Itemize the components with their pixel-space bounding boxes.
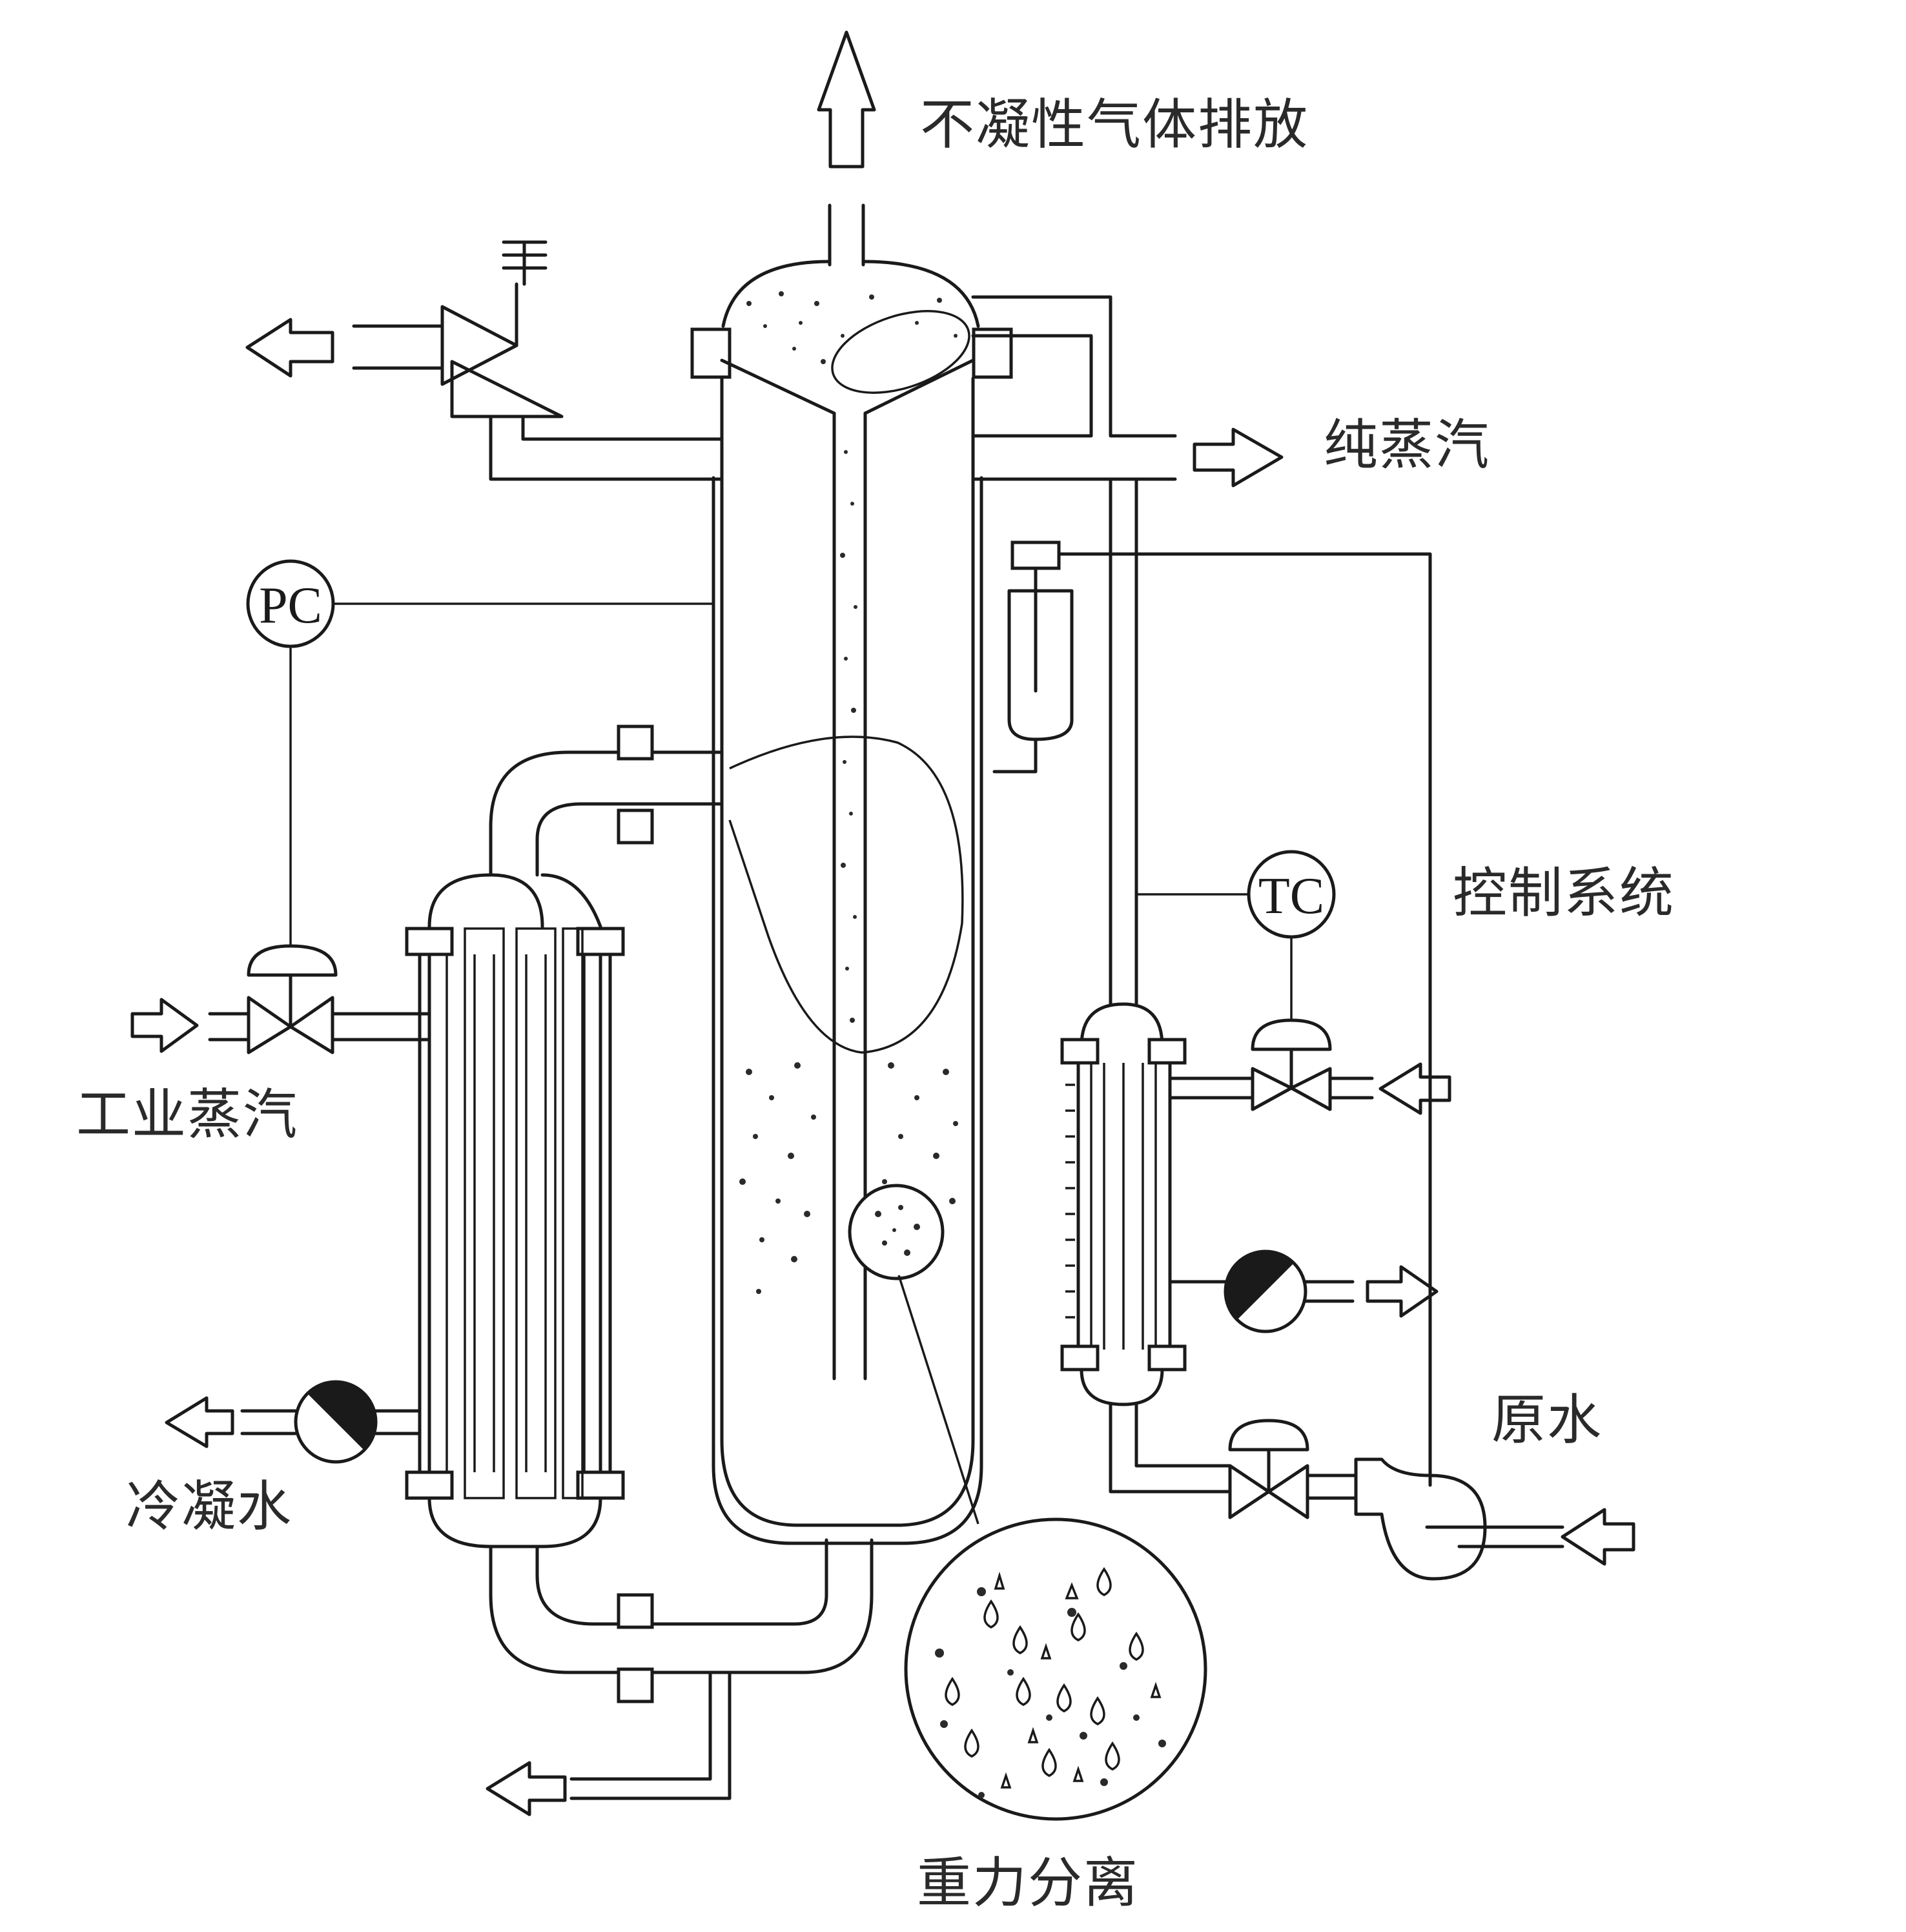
vent-outlet [817,30,876,267]
drain-arrow-icon [486,1761,567,1816]
column-bottom [712,1464,983,1545]
cyclone-ellipse [831,310,970,394]
feed-arrow-icon [1378,1062,1451,1115]
pc-label: PC [259,577,322,634]
release-arrow-icon [245,318,334,378]
vent-arrow-icon [817,30,876,169]
left-flange [690,327,732,379]
magnifier-focus [848,1184,945,1280]
raw-water-label: 原水 [1491,1390,1603,1450]
column-dome [721,260,980,328]
pure-steam-arrow-icon [1193,427,1284,488]
pure-steam-label: 纯蒸汽 [1324,415,1490,475]
upper-nozzle-2 [617,808,654,845]
vent-label: 不凝性气体排放 [920,94,1309,155]
industrial-steam-valve [130,944,431,1054]
upper-nozzle-1 [617,724,654,761]
condensate-arrow-icon [165,1396,234,1448]
reboiler [405,724,874,1703]
steam-release-valve [245,240,724,481]
raw-water-arrow-icon [1561,1508,1635,1566]
preheater [1060,477,1232,1494]
lower-nozzle-2 [617,1667,654,1703]
trap-arrow-icon [1366,1265,1439,1318]
pure-steam-outlet [971,295,1284,488]
industrial-steam-label: 工业蒸汽 [76,1084,298,1145]
condensate-label: 冷凝水 [126,1476,292,1537]
cyclone-cone [720,358,975,415]
raw-water-inlet [1228,1419,1635,1581]
level-gauge [992,540,1432,1487]
control-system-label: 控制系统 [1453,863,1675,923]
bottom-drain [486,1670,732,1816]
tc-label: TC [1258,868,1324,925]
condensate-outlet [165,1380,422,1464]
raw-water-pump [1354,1457,1487,1581]
gravity-separation-detail [904,1517,1207,1821]
separator-column [690,260,1013,1545]
industrial-steam-arrow-icon [130,998,199,1053]
vapor-droplets [739,291,958,1294]
preheater-trap [1168,1249,1439,1333]
temperature-controller: TC [1136,850,1336,1020]
gravity-separation-label: 重力分离 [917,1853,1139,1913]
pressure-controller: PC [246,559,713,946]
lower-nozzle-1 [617,1593,654,1629]
feed-control-valve [1168,1018,1451,1115]
